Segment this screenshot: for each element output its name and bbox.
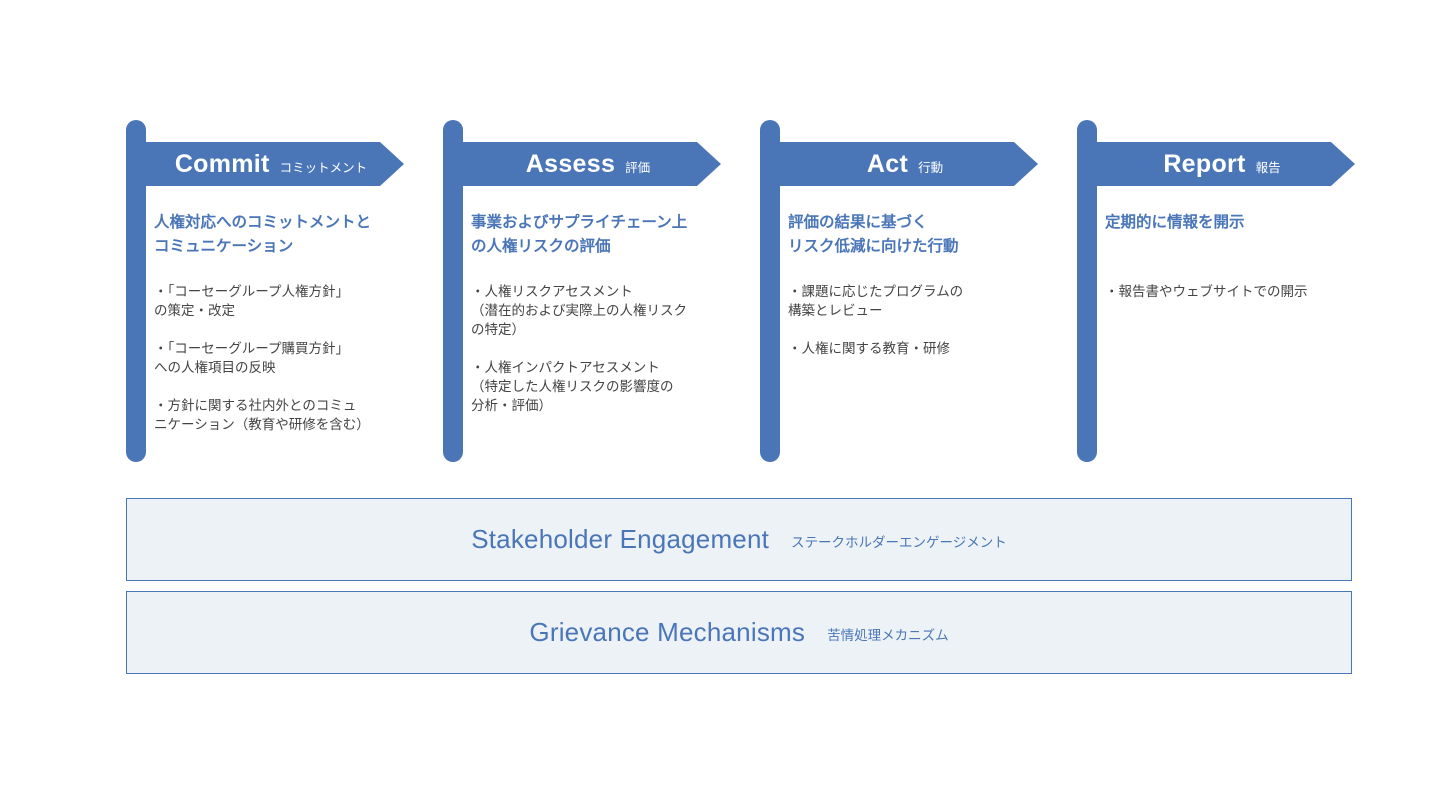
band-title: Grievance Mechanisms bbox=[529, 617, 806, 647]
step-flag-arrow: Commit コミットメント bbox=[138, 142, 404, 186]
step-subtitle: 行動 bbox=[918, 159, 944, 175]
step-item-list: ・人権リスクアセスメント （潜在的および実際上の人権リスク の特定） ・人権イン… bbox=[471, 283, 733, 435]
list-item: ・「コーセーグループ購買方針」 への人権項目の反映 bbox=[154, 341, 349, 376]
step-flag-arrow: Assess 評価 bbox=[455, 142, 721, 186]
list-item: ・「コーセーグループ人権方針」 の策定・改定 bbox=[154, 284, 349, 319]
step-subtitle: 評価 bbox=[625, 159, 651, 175]
step-item-list: ・「コーセーグループ人権方針」 の策定・改定 ・「コーセーグループ購買方針」 へ… bbox=[154, 283, 416, 454]
step-heading: 事業およびサプライチェーン上 の人権リスクの評価 bbox=[471, 213, 688, 255]
step-title: Report bbox=[1163, 149, 1246, 178]
step-report: Report 報告 定期的に情報を開示 ・報告書やウェブサイトでの開示 bbox=[1077, 120, 1367, 462]
step-heading: 定期的に情報を開示 bbox=[1105, 213, 1245, 231]
list-item: ・人権リスクアセスメント （潜在的および実際上の人権リスク の特定） bbox=[471, 284, 687, 338]
list-item: ・報告書やウェブサイトでの開示 bbox=[1105, 284, 1308, 300]
step-heading: 人権対応へのコミットメントと コミュニケーション bbox=[154, 213, 372, 255]
band-subtitle: ステークホルダーエンゲージメント bbox=[791, 534, 1007, 551]
step-act: Act 行動 評価の結果に基づく リスク低減に向けた行動 ・課題に応じたプログラ… bbox=[760, 120, 1050, 462]
step-flag-arrow: Report 報告 bbox=[1089, 142, 1355, 186]
band-subtitle: 苦情処理メカニズム bbox=[827, 627, 949, 644]
band-grievance-mechanisms: Grievance Mechanisms 苦情処理メカニズム bbox=[126, 591, 1352, 674]
list-item: ・人権に関する教育・研修 bbox=[788, 341, 950, 357]
list-item: ・方針に関する社内外とのコミュ ニケーション（教育や研修を含む） bbox=[154, 398, 370, 433]
step-title: Commit bbox=[174, 149, 270, 178]
step-commit: Commit コミットメント 人権対応へのコミットメントと コミュニケーション … bbox=[126, 120, 416, 462]
step-assess: Assess 評価 事業およびサプライチェーン上 の人権リスクの評価 ・人権リス… bbox=[443, 120, 733, 462]
list-item: ・課題に応じたプログラムの 構築とレビュー bbox=[788, 284, 964, 319]
step-item-list: ・課題に応じたプログラムの 構築とレビュー ・人権に関する教育・研修 bbox=[788, 283, 1050, 378]
step-pole bbox=[760, 120, 780, 462]
step-pole bbox=[443, 120, 463, 462]
band-title: Stakeholder Engagement bbox=[471, 524, 770, 554]
step-item-list: ・報告書やウェブサイトでの開示 bbox=[1105, 283, 1367, 321]
step-pole bbox=[126, 120, 146, 462]
step-subtitle: コミットメント bbox=[279, 159, 368, 175]
step-title: Assess bbox=[525, 149, 616, 178]
step-subtitle: 報告 bbox=[1255, 159, 1281, 175]
step-title: Act bbox=[866, 149, 909, 178]
band-stakeholder-engagement: Stakeholder Engagement ステークホルダーエンゲージメント bbox=[126, 498, 1352, 581]
list-item: ・人権インパクトアセスメント （特定した人権リスクの影響度の 分析・評価） bbox=[471, 360, 674, 414]
step-flag-arrow: Act 行動 bbox=[772, 142, 1038, 186]
step-pole bbox=[1077, 120, 1097, 462]
step-heading: 評価の結果に基づく リスク低減に向けた行動 bbox=[788, 213, 959, 255]
